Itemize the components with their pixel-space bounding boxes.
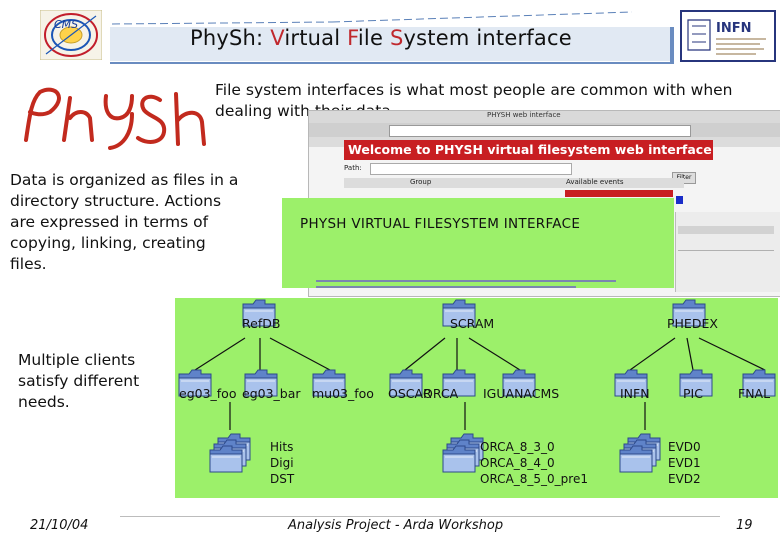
browser-selected-row [565, 190, 673, 197]
tree-leaf-hits: Hits [270, 440, 294, 454]
folder-stack-icon [620, 434, 660, 472]
tree-leaf-evd2: EVD2 [668, 472, 701, 486]
title-bar [108, 22, 676, 64]
title-segment: Sh: [229, 26, 271, 50]
browser-banner: Welcome to PHYSH virtual filesystem web … [344, 140, 713, 160]
tree-node-eg03-bar: eg03_bar [242, 386, 301, 401]
cms-logo: CMS [40, 10, 102, 60]
title-segment: Phy [190, 26, 230, 50]
browser-panel-divider [678, 250, 774, 251]
footer-divider [120, 516, 720, 517]
clients-text: Multiple clients satisfy different needs… [18, 351, 140, 411]
title-decoration [112, 11, 633, 25]
tree-node-pic: PIC [683, 386, 703, 401]
page-number: 19 [736, 518, 753, 533]
tree-leaf-evd1: EVD1 [668, 456, 701, 470]
browser-col-events: Available events [566, 178, 624, 186]
browser-path-label: Path: [344, 164, 362, 172]
browser-col-group: Group [410, 178, 432, 186]
tree-leaf-orca-8-5-0-pre1: ORCA_8_5_0_pre1 [480, 472, 588, 486]
tree-leaf-evd0: EVD0 [668, 440, 701, 454]
cms-logo-text: CMS [54, 18, 78, 31]
diagram-title-box [282, 198, 674, 288]
title-accent-letter: S [389, 26, 404, 50]
tree-node-mu03-foo: mu03_foo [312, 386, 374, 401]
title-segment: ystem interface [403, 26, 572, 50]
tree-node-scram: SCRAM [450, 316, 495, 331]
tree-node-eg03-foo: eg03_foo [179, 386, 237, 401]
browser-panel [675, 212, 780, 292]
title-accent-letter: F [347, 26, 358, 50]
tree-node-orca: ORCA [423, 386, 459, 401]
browser-path-field [370, 163, 572, 175]
tree-leaf-orca-8-4-0: ORCA_8_4_0 [480, 456, 555, 470]
tree-leaf-digi: Digi [270, 456, 294, 470]
tree-node-iguanacms: IGUANACMS [483, 386, 560, 401]
footer-title: Analysis Project - Arda Workshop [288, 518, 504, 533]
tree-node-refdb: RefDB [242, 316, 281, 331]
browser-url-field [389, 125, 691, 137]
browser-window-title: PHYSH web interface [487, 111, 561, 119]
browser-scroll-marker [676, 196, 683, 204]
browser-cmdline [316, 276, 676, 290]
browser-column-header [344, 178, 684, 188]
infn-logo-text: INFN [716, 21, 751, 36]
physh-logo [24, 87, 206, 150]
title-accent-letter: V [270, 26, 285, 50]
footer-date: 21/10/04 [30, 518, 89, 533]
tree-leaf-dst: DST [270, 472, 295, 486]
browser-title-bar: PHYSH web interface [309, 111, 780, 123]
folder-stack-icon [443, 434, 483, 472]
folder-stack-icon [210, 434, 250, 472]
infn-logo: INFN [680, 10, 776, 62]
tree-leaf-orca-8-3-0: ORCA_8_3_0 [480, 440, 555, 454]
tree-node-fnal: FNAL [738, 386, 771, 401]
page-title: PhySh: Virtual File System interface [190, 26, 572, 50]
diagram-title: PHYSH VIRTUAL FILESYSTEM INTERFACE [300, 216, 581, 232]
tree-node-infn: INFN [620, 386, 650, 401]
organized-text: Data is organized as files in a director… [10, 171, 239, 273]
title-segment: irtual [284, 26, 348, 50]
tree-node-phedex: PHEDEX [667, 316, 718, 331]
tree-node-oscar: OSCAR [388, 386, 432, 401]
directory-tree-diagram [178, 299, 776, 498]
title-segment: ile [357, 26, 390, 50]
browser-panel-row [678, 226, 774, 234]
